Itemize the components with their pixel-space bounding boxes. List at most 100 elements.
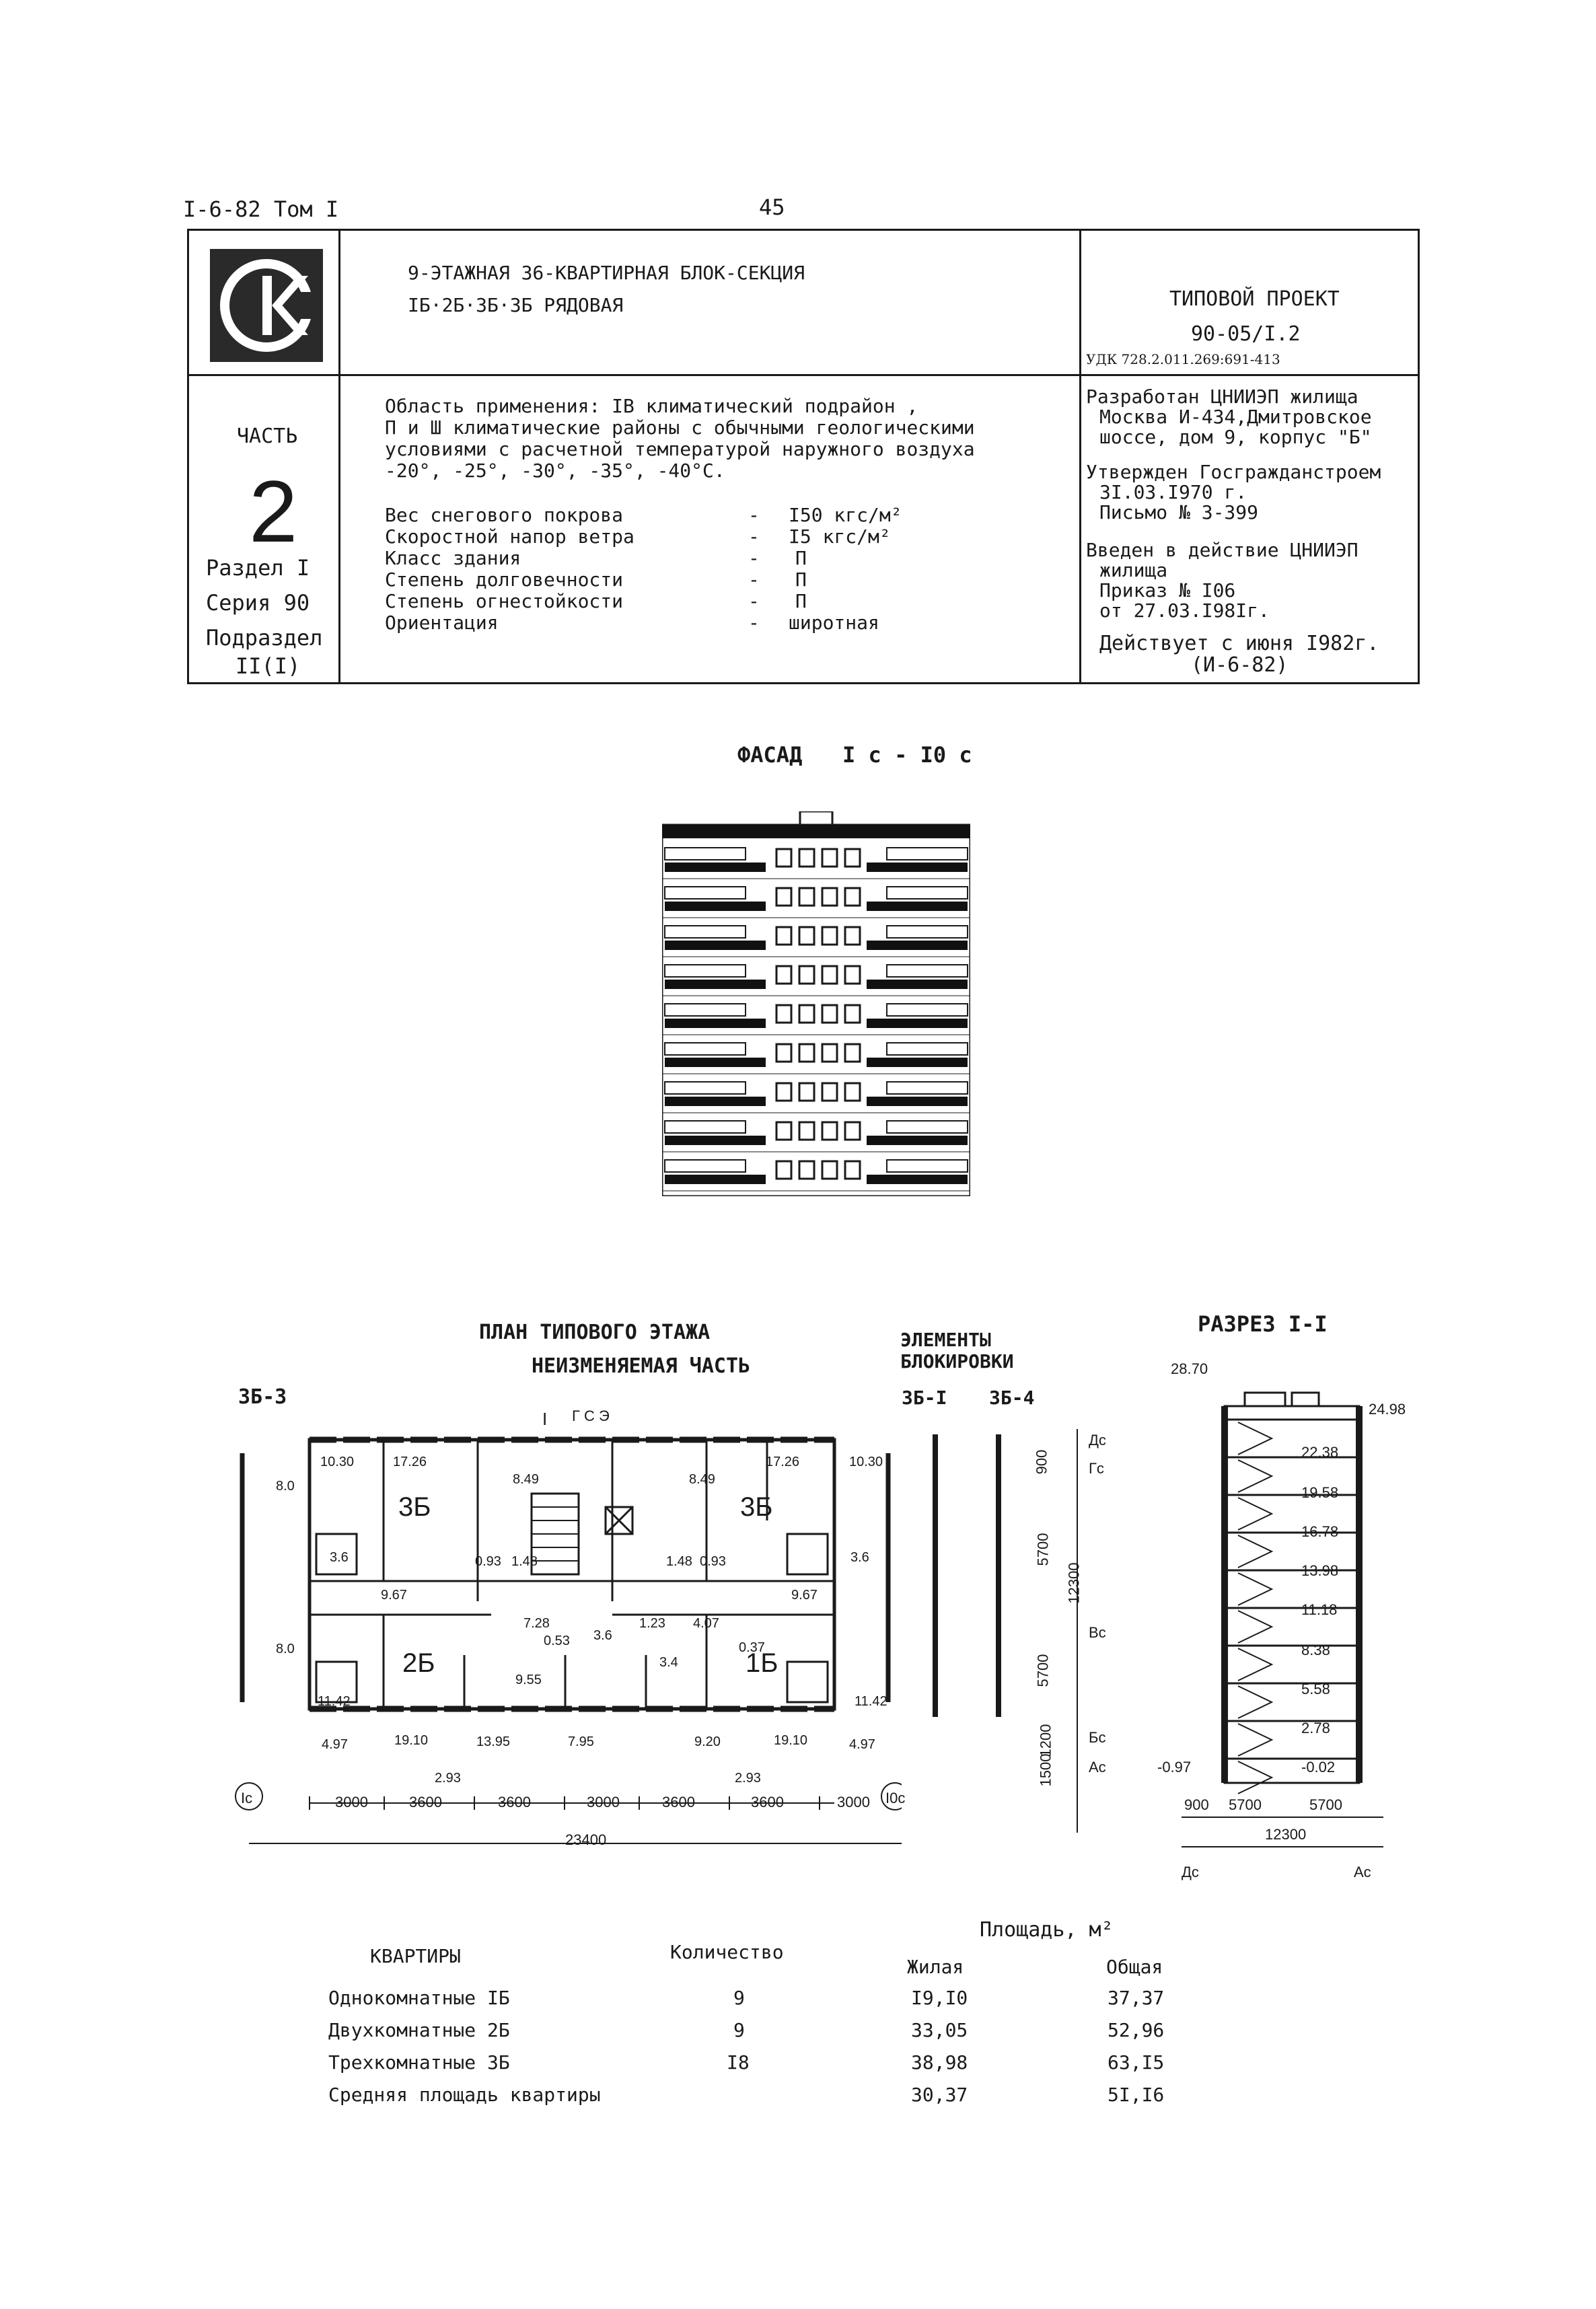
- section-level: 22.38: [1301, 1444, 1339, 1461]
- apartment-label: 1Б: [746, 1648, 778, 1678]
- axis-tag: Гс: [1089, 1460, 1104, 1477]
- room-area: 8.0: [276, 1479, 295, 1494]
- blocking-element-b: [996, 1434, 1001, 1717]
- valid-line1: Действует с июня I982г.: [1099, 632, 1379, 655]
- room-area: 9.67: [791, 1588, 818, 1603]
- elements-title2: БЛОКИРОВКИ: [900, 1350, 1014, 1372]
- room-area: 9.55: [515, 1673, 542, 1687]
- axis-marker: Iс: [241, 1790, 253, 1806]
- room-area: 17.26: [393, 1455, 427, 1469]
- dimension-label: 3000: [335, 1794, 368, 1810]
- title-block: [187, 229, 1420, 684]
- room-area: 19.10: [394, 1733, 429, 1748]
- dimension-label: 3000: [837, 1794, 870, 1810]
- scope-line1: Область применения: IВ климатический под…: [385, 395, 918, 417]
- room-area: 11.42: [318, 1694, 351, 1709]
- apartment-label: 3Б: [398, 1492, 431, 1522]
- developer-line2: Москва И-434,Дмитровское: [1099, 406, 1372, 428]
- apt-row-name: Средняя площадь квартиры: [328, 2084, 601, 2106]
- page-number: 45: [759, 194, 785, 220]
- floor-plan: [229, 1399, 909, 1884]
- room-area: 10.30: [849, 1455, 883, 1469]
- approved-line2: 3I.03.I970 г.: [1099, 481, 1247, 503]
- document-code: I-6-82 Том I: [183, 196, 339, 222]
- facade-axes: I с - I0 с: [842, 742, 972, 768]
- area-label: Площадь, м²: [980, 1918, 1114, 1942]
- plan-title2: НЕИЗМЕНЯЕМАЯ ЧАСТЬ: [532, 1354, 751, 1378]
- elements-title1: ЭЛЕМЕНТЫ: [900, 1329, 991, 1351]
- section-level: -0.02: [1301, 1759, 1336, 1775]
- col-apartments: КВАРТИРЫ: [370, 1945, 461, 1967]
- room-area: 9.67: [381, 1588, 407, 1603]
- apt-row-total: 52,96: [1108, 2019, 1165, 2041]
- param-dash: -: [748, 547, 760, 569]
- sheet-title-line2: IБ·2Б·3Б·3Б РЯДОВАЯ: [408, 294, 624, 316]
- room-area: 0.37: [739, 1640, 765, 1655]
- approved-line3: Письмо № 3-399: [1099, 501, 1259, 523]
- apt-row-total: 63,I5: [1108, 2051, 1165, 2074]
- room-area: 1.48: [666, 1554, 692, 1569]
- sheet-title-line1: 9-ЭТАЖНАЯ 36-КВАРТИРНАЯ БЛОК-СЕКЦИЯ: [408, 262, 805, 284]
- apt-row-living: 30,37: [911, 2084, 968, 2106]
- part-label: ЧАСТЬ: [237, 425, 298, 448]
- room-area: 19.10: [774, 1733, 808, 1748]
- section-level: 19.58: [1301, 1484, 1339, 1501]
- col-living: Жилая: [907, 1956, 964, 1978]
- cut-mark: I: [542, 1409, 548, 1429]
- room-area: 8.49: [513, 1472, 539, 1487]
- series-label: Серия 90: [206, 590, 310, 616]
- section-level: -0.97: [1157, 1759, 1192, 1775]
- param-label: Вес снегового покрова: [385, 504, 624, 526]
- param-value: широтная: [789, 612, 879, 634]
- developer-line1: Разработан ЦНИИЭП жилища: [1086, 386, 1358, 408]
- section-level: 11.18: [1301, 1601, 1338, 1618]
- vertical-dimension: 1200: [1037, 1724, 1054, 1757]
- param-label: Степень огнестойкости: [385, 590, 624, 612]
- vertical-dimension: 5700: [1034, 1654, 1052, 1687]
- subsection-label: Подраздел: [206, 625, 323, 651]
- intro-line3: Приказ № I06: [1099, 579, 1236, 601]
- apt-row-living: I9,I0: [911, 1987, 968, 2009]
- param-label: Скоростной напор ветра: [385, 525, 634, 548]
- blocking-element-a: [933, 1434, 938, 1717]
- sk-logo-icon: [220, 259, 316, 352]
- param-label: Ориентация: [385, 612, 499, 634]
- project-number: 90-05/I.2: [1191, 322, 1301, 346]
- section-title: РАЗРЕЗ I-I: [1198, 1311, 1328, 1337]
- room-area: 9.20: [694, 1734, 721, 1749]
- axis-tag: Вс: [1089, 1624, 1106, 1641]
- room-area: 11.42: [855, 1694, 887, 1709]
- left-block-tag: ЗБ-3: [238, 1385, 287, 1409]
- room-area: 4.97: [849, 1737, 875, 1752]
- dimension-label: 3600: [751, 1794, 784, 1810]
- param-dash: -: [748, 504, 760, 526]
- room-area: 3.6: [850, 1550, 869, 1565]
- developer-line3: шоссе, дом 9, корпус "Б": [1099, 426, 1372, 448]
- scope-line3: условиями с расчетной температурой наруж…: [385, 438, 975, 460]
- axis-tag: Дс: [1089, 1432, 1106, 1449]
- apt-row-name: Двухкомнатные 2Б: [328, 2019, 510, 2041]
- section-level: 13.98: [1301, 1562, 1339, 1579]
- axis-tag: Бс: [1089, 1729, 1106, 1746]
- element-b: ЗБ-4: [989, 1387, 1035, 1409]
- section-dimension: 900: [1184, 1796, 1209, 1813]
- param-value: П: [795, 590, 807, 612]
- section-level: 24.98: [1369, 1401, 1406, 1418]
- vertical-dimension: 12300: [1065, 1562, 1083, 1604]
- axis-tag: Ас: [1089, 1759, 1106, 1775]
- section-level: 8.38: [1301, 1642, 1330, 1658]
- param-value: П: [795, 547, 807, 569]
- apt-row-living: 38,98: [911, 2051, 968, 2074]
- room-area: 1.48: [511, 1554, 538, 1569]
- intro-line2: жилища: [1099, 559, 1168, 581]
- section-level: 5.58: [1301, 1681, 1330, 1697]
- logo: [210, 249, 323, 362]
- room-area: 8.49: [689, 1472, 715, 1487]
- section-level: 16.78: [1301, 1523, 1339, 1540]
- param-value: П: [795, 569, 807, 591]
- param-dash: -: [748, 612, 760, 634]
- plan-title1: ПЛАН ТИПОВОГО ЭТАЖА: [479, 1321, 711, 1344]
- intro-line4: от 27.03.I98Iг.: [1099, 599, 1270, 622]
- room-area: 10.30: [320, 1455, 355, 1469]
- apt-row-total: 37,37: [1108, 1987, 1165, 2009]
